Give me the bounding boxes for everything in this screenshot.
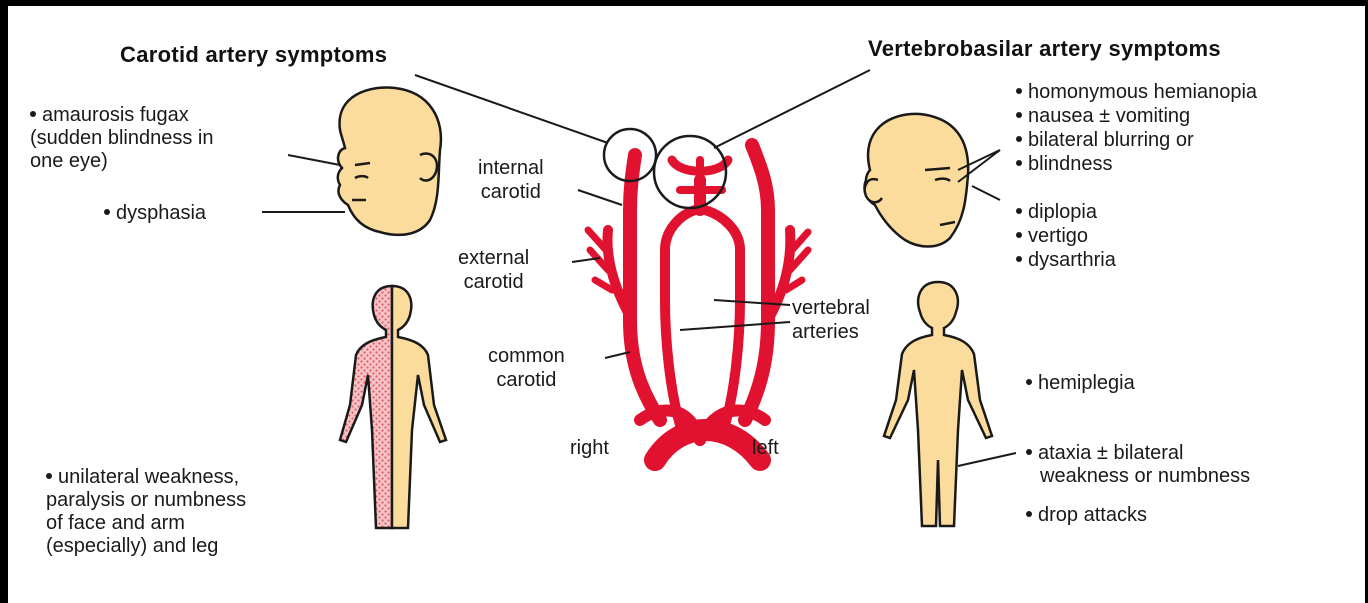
bullet-icon [46,473,52,479]
right-head-illustration [864,114,968,247]
amaurosis-line2: (sudden blindness in [30,127,213,149]
carotid-heading: Carotid artery symptoms [120,42,387,68]
symptom-text: vertigo [1028,225,1088,247]
ataxia-line1: ataxia ± bilateral [1038,442,1184,464]
internal-line1: internal [478,157,544,179]
ataxia-label: ataxia ± bilateral weakness or numbness [1026,442,1250,488]
hemiplegia-label: hemiplegia [1026,372,1135,395]
symptom-text: nausea ± vomiting [1028,105,1190,127]
bullet-icon [1016,256,1022,262]
head-symptom-list-top: homonymous hemianopia nausea ± vomiting … [1016,80,1257,176]
weakness-line4: (especially) and leg [46,535,218,557]
hemiplegia-text: hemiplegia [1038,372,1135,394]
external-carotid-label: external carotid [458,246,529,294]
right-body-illustration [884,282,992,526]
list-item: diplopia [1016,200,1116,224]
vertebrobasilar-heading: Vertebrobasilar artery symptoms [868,36,1221,62]
symptom-text: blindness [1028,153,1113,175]
left-head-illustration [338,87,441,234]
list-item: blindness [1016,152,1257,176]
weakness-line1: unilateral weakness, [58,466,239,488]
dysphasia-text: dysphasia [116,202,206,224]
symptom-text: bilateral blurring or [1028,129,1194,151]
symptom-text: dysarthria [1028,249,1116,271]
list-item: dysarthria [1016,248,1116,272]
common-line1: common [488,345,565,367]
common-carotid-label: common carotid [488,344,565,392]
bullet-icon [1026,511,1032,517]
drop-attacks-label: drop attacks [1026,504,1147,527]
list-item: vertigo [1016,224,1116,248]
right-side-label: right [570,436,609,460]
weakness-line2: paralysis or numbness [46,489,246,511]
head-symptom-list-bottom: diplopia vertigo dysarthria [1016,200,1116,272]
unilateral-weakness-label: unilateral weakness, paralysis or numbne… [46,466,246,558]
vertebral-arteries-label: vertebral arteries [792,296,870,344]
artery-illustration [588,145,808,460]
bullet-icon [1016,232,1022,238]
vertebral-line2: arteries [792,321,859,343]
symptom-text: diplopia [1028,201,1097,223]
bullet-icon [1026,449,1032,455]
bullet-icon [1016,136,1022,142]
dysphasia-label: dysphasia [104,202,206,225]
internal-line2: carotid [481,181,541,203]
external-line2: carotid [464,271,524,293]
common-line2: carotid [496,369,556,391]
amaurosis-fugax-label: amaurosis fugax (sudden blindness in one… [30,104,213,173]
bullet-icon [1016,88,1022,94]
weakness-line3: of face and arm [46,512,185,534]
list-item: homonymous hemianopia [1016,80,1257,104]
external-line1: external [458,247,529,269]
drop-attacks-text: drop attacks [1038,504,1147,526]
bullet-icon [1016,112,1022,118]
left-side-label: left [752,436,779,460]
bullet-icon [1016,208,1022,214]
left-body-illustration [340,286,446,528]
symptom-text: homonymous hemianopia [1028,81,1257,103]
amaurosis-line1: amaurosis fugax [42,104,189,126]
list-item: nausea ± vomiting [1016,104,1257,128]
bullet-icon [1026,379,1032,385]
bullet-icon [1016,160,1022,166]
ataxia-line2: weakness or numbness [1026,465,1250,487]
vertebral-line1: vertebral [792,297,870,319]
internal-carotid-label: internal carotid [478,156,544,204]
amaurosis-line3: one eye) [30,150,108,172]
bullet-icon [30,111,36,117]
bullet-icon [104,209,110,215]
list-item: bilateral blurring or [1016,128,1257,152]
